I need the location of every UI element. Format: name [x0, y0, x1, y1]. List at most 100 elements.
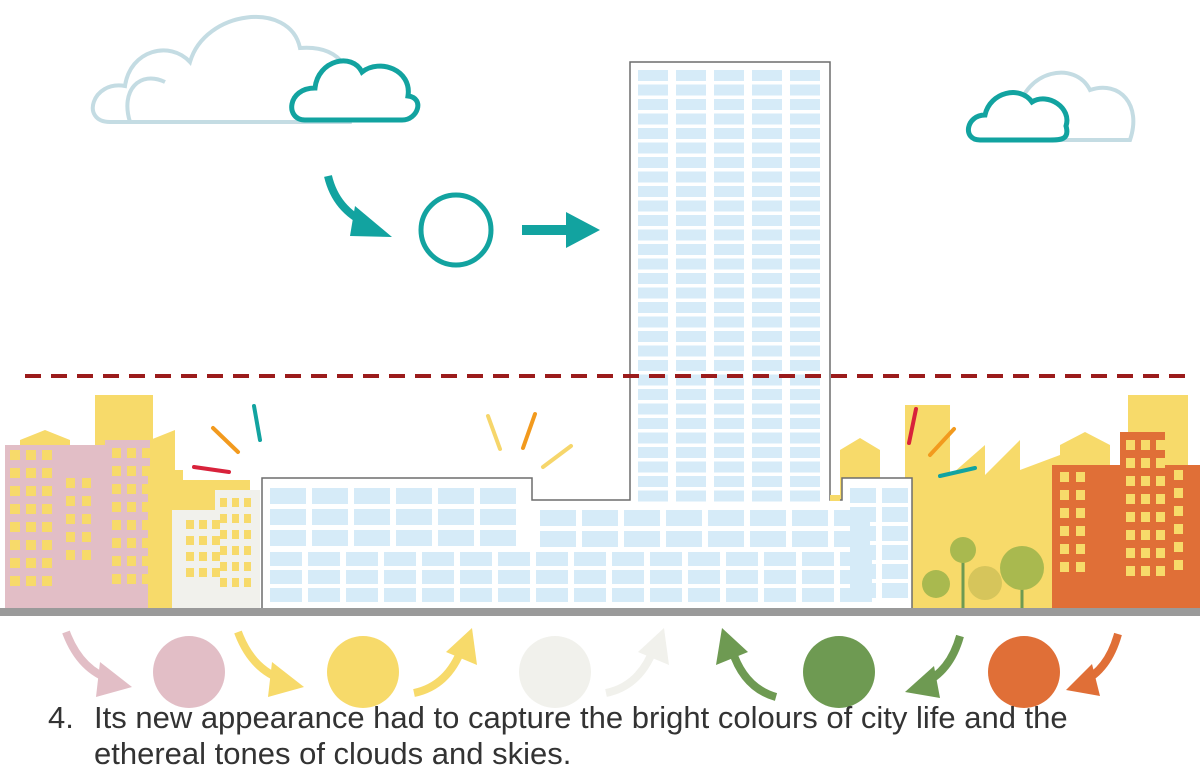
window — [790, 316, 820, 328]
window — [422, 552, 454, 566]
window — [232, 562, 239, 571]
window — [790, 418, 820, 429]
window — [574, 552, 606, 566]
window — [112, 448, 121, 458]
window — [638, 490, 668, 502]
window — [714, 374, 744, 386]
window — [764, 570, 796, 584]
window — [42, 450, 52, 460]
window — [1060, 562, 1069, 572]
window — [708, 531, 744, 547]
window — [1156, 494, 1165, 504]
window — [790, 99, 820, 110]
window — [199, 552, 207, 561]
window — [66, 532, 75, 542]
window — [638, 157, 668, 168]
window — [1174, 506, 1183, 516]
window — [714, 331, 744, 342]
window — [212, 568, 220, 577]
window — [422, 570, 454, 584]
window — [638, 128, 668, 139]
window — [790, 403, 820, 415]
window — [752, 316, 782, 328]
window — [1156, 512, 1165, 522]
window — [752, 258, 782, 270]
window — [1126, 548, 1135, 558]
window — [66, 478, 75, 488]
window — [790, 186, 820, 197]
window — [638, 186, 668, 197]
window — [714, 403, 744, 415]
window — [714, 316, 744, 328]
window — [10, 576, 20, 586]
window — [346, 570, 378, 584]
window — [270, 588, 302, 602]
window — [882, 545, 908, 560]
window — [10, 486, 20, 496]
window — [676, 229, 706, 241]
window — [688, 588, 720, 602]
window — [244, 546, 251, 555]
window — [790, 490, 820, 502]
window — [752, 447, 782, 458]
window — [42, 522, 52, 532]
window — [438, 488, 474, 504]
window — [220, 514, 227, 523]
window — [752, 70, 782, 81]
window — [186, 520, 194, 529]
cloud-icon-teal-left — [289, 58, 421, 123]
window — [212, 552, 220, 561]
window — [790, 113, 820, 125]
window — [82, 532, 91, 542]
window — [638, 345, 668, 357]
caption-number: 4. — [48, 700, 74, 735]
tower-base-accent — [830, 495, 840, 501]
window — [638, 273, 668, 284]
window — [1126, 566, 1135, 576]
window — [612, 552, 644, 566]
window — [270, 488, 306, 504]
window — [42, 468, 52, 478]
city-windows-right — [1060, 440, 1183, 576]
window — [536, 570, 568, 584]
window — [676, 432, 706, 444]
window — [1126, 494, 1135, 504]
window — [688, 570, 720, 584]
window — [10, 558, 20, 568]
window — [850, 564, 876, 579]
window — [676, 70, 706, 81]
window — [714, 273, 744, 284]
window — [752, 157, 782, 168]
window — [752, 171, 782, 183]
window — [480, 509, 516, 525]
swatch-orange — [988, 636, 1060, 708]
window — [676, 389, 706, 400]
window — [199, 568, 207, 577]
window — [790, 287, 820, 299]
window — [790, 142, 820, 154]
window — [638, 99, 668, 110]
window — [676, 316, 706, 328]
window — [582, 510, 618, 526]
window — [1174, 560, 1183, 570]
cloud-icon-teal-right — [966, 90, 1070, 143]
window — [1141, 530, 1150, 540]
window — [666, 531, 702, 547]
window — [792, 531, 828, 547]
window — [127, 502, 136, 512]
window — [790, 200, 820, 212]
window — [498, 588, 530, 602]
window — [850, 507, 876, 522]
window — [1060, 472, 1069, 482]
window — [127, 520, 136, 530]
caption: 4. Its new appearance had to capture the… — [48, 700, 1178, 772]
window — [676, 200, 706, 212]
window — [802, 570, 834, 584]
window — [790, 215, 820, 226]
window — [10, 450, 20, 460]
window — [638, 331, 668, 342]
window — [752, 432, 782, 444]
window — [1141, 458, 1150, 468]
window — [220, 562, 227, 571]
window — [186, 552, 194, 561]
